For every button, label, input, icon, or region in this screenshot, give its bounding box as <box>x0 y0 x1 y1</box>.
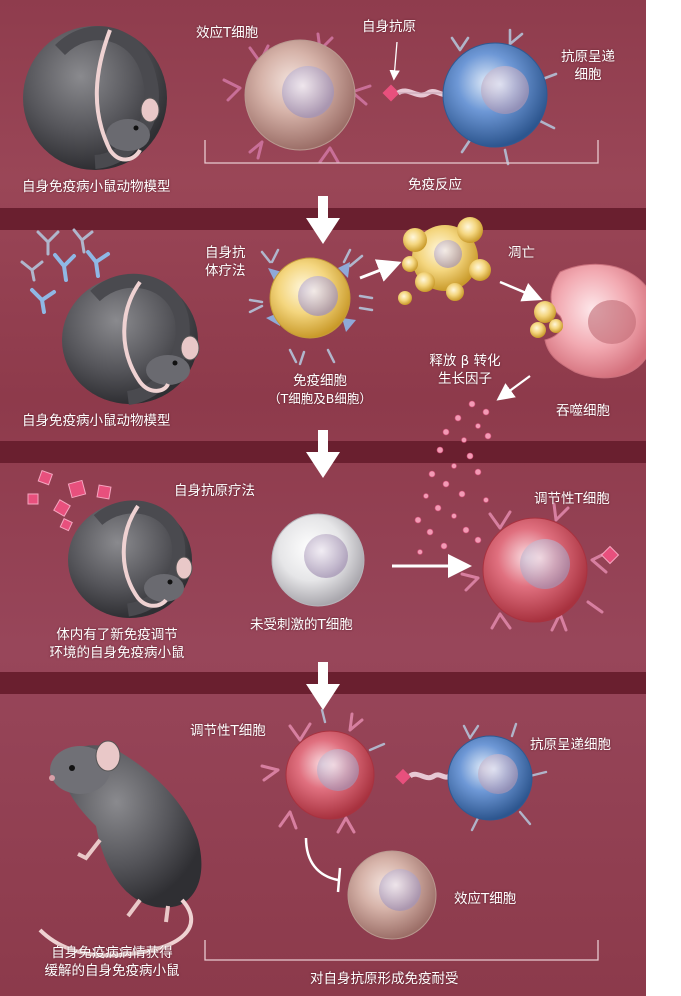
mouse-new-environment-line2: 环境的自身免疫病小鼠 <box>49 645 185 661</box>
regulatory-t-cell-label-2: 调节性T细胞 <box>190 723 266 739</box>
regulatory-t-cell-label-1: 调节性T细胞 <box>534 491 610 507</box>
self-antigen-complex-1 <box>382 41 450 102</box>
effector-t-cell-label-1: 效应T细胞 <box>196 25 259 41</box>
down-arrow-2 <box>306 430 340 478</box>
down-arrow-1 <box>306 196 340 244</box>
phagocyte <box>530 263 646 379</box>
tgf-beta-line1: 释放 β 转化 <box>429 353 501 369</box>
mouse-model-label-2: 自身免疫病小鼠动物模型 <box>22 413 171 429</box>
arrow-to-phagocyte <box>499 280 543 302</box>
mouse-remission-line1: 自身免疫病病情获得 <box>51 945 173 961</box>
down-arrow-3 <box>306 662 340 710</box>
immune-response-label: 免疫反应 <box>408 177 462 193</box>
mouse-new-environment-line1: 体内有了新免疫调节 <box>56 627 178 643</box>
immune-tolerance-bracket <box>204 940 599 961</box>
self-antigen-complex-2 <box>395 768 452 785</box>
immune-tolerance-label: 对自身抗原形成免疫耐受 <box>310 971 459 987</box>
naive-t-cell <box>271 513 365 607</box>
tgf-beta-label: 释放 β 转化 生长因子 <box>410 352 520 388</box>
antigen-presenting-cell-1 <box>442 28 558 166</box>
self-antigen-label: 自身抗原 <box>362 19 416 35</box>
immune-cell-line1: 免疫细胞 <box>293 373 347 389</box>
tgf-beta-particles <box>414 400 492 555</box>
regulatory-t-cell-1 <box>460 502 620 632</box>
arrow-to-apoptosis <box>359 259 402 282</box>
self-antigen-therapy-label: 自身抗原疗法 <box>174 483 255 499</box>
apoptosis-label: 凋亡 <box>508 245 535 261</box>
curled-mouse-1 <box>23 26 167 170</box>
inhibition-symbol <box>304 837 342 893</box>
apc-label-2: 抗原呈递细胞 <box>530 737 611 753</box>
self-antigen-particles <box>27 469 112 532</box>
arrow-tgf-release <box>496 375 531 401</box>
autoantibody-therapy-line1: 自身抗 <box>205 245 246 261</box>
tgf-beta-line2: 生长因子 <box>438 371 492 387</box>
autoantibody-therapy-label: 自身抗 体疗法 <box>205 244 246 280</box>
curled-mouse-2 <box>62 273 200 405</box>
mouse-model-label-1: 自身免疫病小鼠动物模型 <box>22 179 171 195</box>
standing-mouse <box>38 740 202 958</box>
effector-t-cell-1 <box>222 32 372 164</box>
immune-cell-with-antibodies <box>248 248 374 366</box>
mouse-remission-label: 自身免疫病病情获得 缓解的自身免疫病小鼠 <box>12 944 212 980</box>
antigen-presenting-cell-2 <box>447 722 548 832</box>
apc-label-line1: 抗原呈递 <box>561 49 615 65</box>
apoptotic-cell <box>398 217 491 305</box>
immune-cell-label: 免疫细胞 （T细胞及B细胞） <box>250 372 390 408</box>
mouse-remission-line2: 缓解的自身免疫病小鼠 <box>44 963 180 979</box>
curled-mouse-3 <box>68 500 193 618</box>
apc-label-line2: 细胞 <box>574 67 602 83</box>
immune-response-bracket <box>204 140 599 164</box>
phagocyte-label: 吞噬细胞 <box>556 403 610 419</box>
immune-cell-line2: （T细胞及B细胞） <box>268 391 372 406</box>
effector-t-cell-label-2: 效应T细胞 <box>454 891 517 907</box>
figure-canvas: 效应T细胞 自身抗原 抗原呈递 细胞 自身免疫病小鼠动物模型 免疫反应 自身抗 … <box>0 0 646 996</box>
autoantibodies <box>20 228 110 314</box>
naive-t-cell-label: 未受刺激的T细胞 <box>250 617 353 633</box>
regulatory-t-cell-2 <box>260 708 386 834</box>
apc-label-1: 抗原呈递 细胞 <box>548 48 628 84</box>
mouse-new-environment-label: 体内有了新免疫调节 环境的自身免疫病小鼠 <box>12 626 222 662</box>
effector-t-cell-2 <box>347 850 437 940</box>
autoantibody-therapy-line2: 体疗法 <box>205 263 246 279</box>
diagram-graphics <box>20 26 646 961</box>
